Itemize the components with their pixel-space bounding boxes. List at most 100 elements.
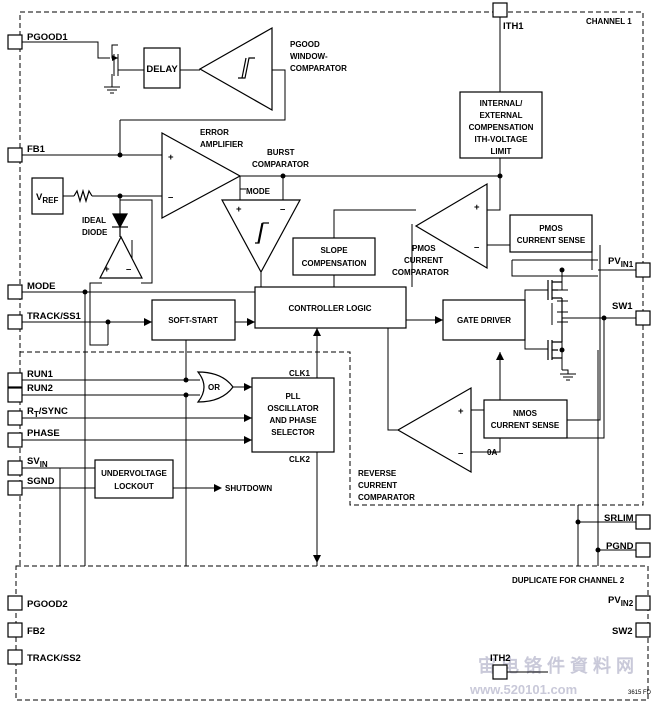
ideal-diode-label-2: DIODE: [82, 228, 108, 237]
pin-run1: RUN1: [27, 369, 54, 380]
pin-mode: MODE: [27, 281, 56, 292]
pin-svin: SVIN: [27, 456, 48, 469]
pin-phase: PHASE: [27, 428, 60, 439]
resistor-symbol: [73, 188, 93, 204]
error-amp-label-1: ERROR: [200, 128, 229, 137]
pgood-comp-label-3: COMPARATOR: [290, 64, 347, 73]
wires: [16, 12, 643, 673]
svg-text:+: +: [458, 406, 464, 417]
svg-text:NMOS: NMOS: [513, 409, 538, 418]
svg-text:PLL: PLL: [285, 392, 300, 401]
svg-text:+: +: [168, 152, 174, 163]
free-labels: PGOOD WINDOW- COMPARATOR ERROR AMPLIFIER…: [82, 40, 652, 696]
shutdown-label: SHUTDOWN: [225, 484, 272, 493]
svg-text:OSCILLATOR: OSCILLATOR: [267, 404, 318, 413]
pin-pgood2: PGOOD2: [27, 599, 68, 610]
pin-ith2: ITH2: [490, 653, 511, 664]
reverse-comparator: [396, 386, 472, 474]
pin-pvin1: PVIN1: [608, 256, 634, 269]
ideal-diode-amp: [99, 235, 143, 279]
svg-text:EXTERNAL: EXTERNAL: [479, 111, 522, 120]
pin-srlim: SRLIM: [604, 513, 634, 524]
pin-sgnd: SGND: [27, 476, 55, 487]
pin-fb1: FB1: [27, 144, 46, 155]
ideal-diode-symbol: [111, 213, 129, 237]
pin-sw1: SW1: [612, 301, 633, 312]
svg-text:ITH-VOLTAGE: ITH-VOLTAGE: [474, 135, 528, 144]
svg-text:SLOPE: SLOPE: [320, 246, 348, 255]
nmos-sense-text: NMOS CURRENT SENSE: [491, 409, 560, 430]
svg-text:–: –: [474, 242, 479, 253]
delay-block: [143, 47, 181, 89]
channel2-label: DUPLICATE FOR CHANNEL 2: [512, 576, 625, 585]
pgood-comp-label-1: PGOOD: [290, 40, 320, 49]
svg-text:–: –: [126, 264, 131, 275]
pin-labels-left: PGOOD1 FB1 MODE TRACK/SS1 RUN1 RUN2 RT/S…: [27, 32, 82, 664]
svg-text:INTERNAL/: INTERNAL/: [480, 99, 523, 108]
channel1-label: CHANNEL 1: [586, 17, 632, 26]
figure-code: 3615 FD: [628, 690, 652, 696]
pmos-comp-label-1: PMOS: [412, 244, 436, 253]
svg-text:+: +: [236, 204, 242, 215]
svg-text:COMPENSATION: COMPENSATION: [302, 259, 367, 268]
slope-comp-text: SLOPE COMPENSATION: [302, 246, 367, 268]
pin-run2: RUN2: [27, 383, 53, 394]
pgood-comparator: [198, 26, 273, 112]
svg-text:UNDERVOLTAGE: UNDERVOLTAGE: [101, 469, 167, 478]
pmos-sense-text: PMOS CURRENT SENSE: [517, 224, 586, 245]
pmos-comp-label-3: COMPARATOR: [392, 268, 449, 277]
pin-pgood1: PGOOD1: [27, 32, 68, 43]
pmos-comp-label-2: CURRENT: [404, 256, 443, 265]
block-rects: [31, 47, 593, 499]
burst-mode-label: MODE: [246, 187, 271, 196]
svg-text:CURRENT SENSE: CURRENT SENSE: [517, 236, 586, 245]
pll-block: [251, 377, 335, 453]
pin-ith1: ITH1: [503, 21, 524, 32]
or-gate: [196, 371, 234, 403]
pin-squares: [7, 2, 651, 680]
pll-text: PLL OSCILLATOR AND PHASE SELECTOR: [267, 392, 318, 437]
svg-text:LIMIT: LIMIT: [491, 147, 512, 156]
gate-driver-block: [442, 299, 526, 341]
reverse-comp-label-3: COMPARATOR: [358, 493, 415, 502]
svg-text:–: –: [168, 192, 173, 203]
ideal-diode-label-1: IDEAL: [82, 216, 106, 225]
power-fets: [547, 280, 563, 360]
vref-label: VREF: [36, 192, 58, 205]
ground-symbols: [104, 86, 576, 381]
burst-comp-label-1: BURST: [267, 148, 295, 157]
controller-label: CONTROLLER LOGIC: [288, 304, 371, 313]
slope-comp-block: [292, 237, 376, 276]
plus-minus-signs: + – + – + – + – + –: [104, 152, 480, 459]
clk2-label: CLK2: [289, 455, 310, 464]
or-gate-label: OR: [208, 383, 220, 392]
watermark-url: www.520101.com: [469, 682, 577, 697]
hysteresis-symbols: [238, 57, 269, 244]
uvlo-block: [94, 459, 174, 499]
error-amplifier: [161, 131, 242, 220]
vref-block: [31, 177, 64, 215]
pin-fb2: FB2: [27, 626, 45, 637]
nmos-sense-block: [483, 399, 568, 439]
svg-text:PMOS: PMOS: [539, 224, 563, 233]
burst-comp-label-2: COMPARATOR: [252, 160, 309, 169]
internal-comp-text: INTERNAL/ EXTERNAL COMPENSATION ITH-VOLT…: [469, 99, 534, 156]
internal-comp-block: [459, 91, 543, 159]
svg-text:CURRENT SENSE: CURRENT SENSE: [491, 421, 560, 430]
pin-rt-sync: RT/SYNC: [27, 406, 68, 419]
pmos-sense-block: [509, 214, 593, 253]
junction-dots: [82, 152, 607, 553]
soft-start-block: [151, 299, 236, 341]
reverse-comp-label-1: REVERSE: [358, 469, 397, 478]
svg-text:–: –: [458, 448, 463, 459]
arrows: [112, 55, 504, 563]
clk1-label: CLK1: [289, 369, 310, 378]
watermark-text: 宙 电 铬 件 資 料 网: [478, 655, 634, 676]
pin-pgnd: PGND: [606, 541, 634, 552]
svg-text:AND PHASE: AND PHASE: [269, 416, 317, 425]
pin-pvin2: PVIN2: [608, 595, 634, 608]
pin-sw2: SW2: [612, 626, 633, 637]
reverse-comp-label-2: CURRENT: [358, 481, 397, 490]
pin-track-ss2: TRACK/SS2: [27, 653, 81, 664]
